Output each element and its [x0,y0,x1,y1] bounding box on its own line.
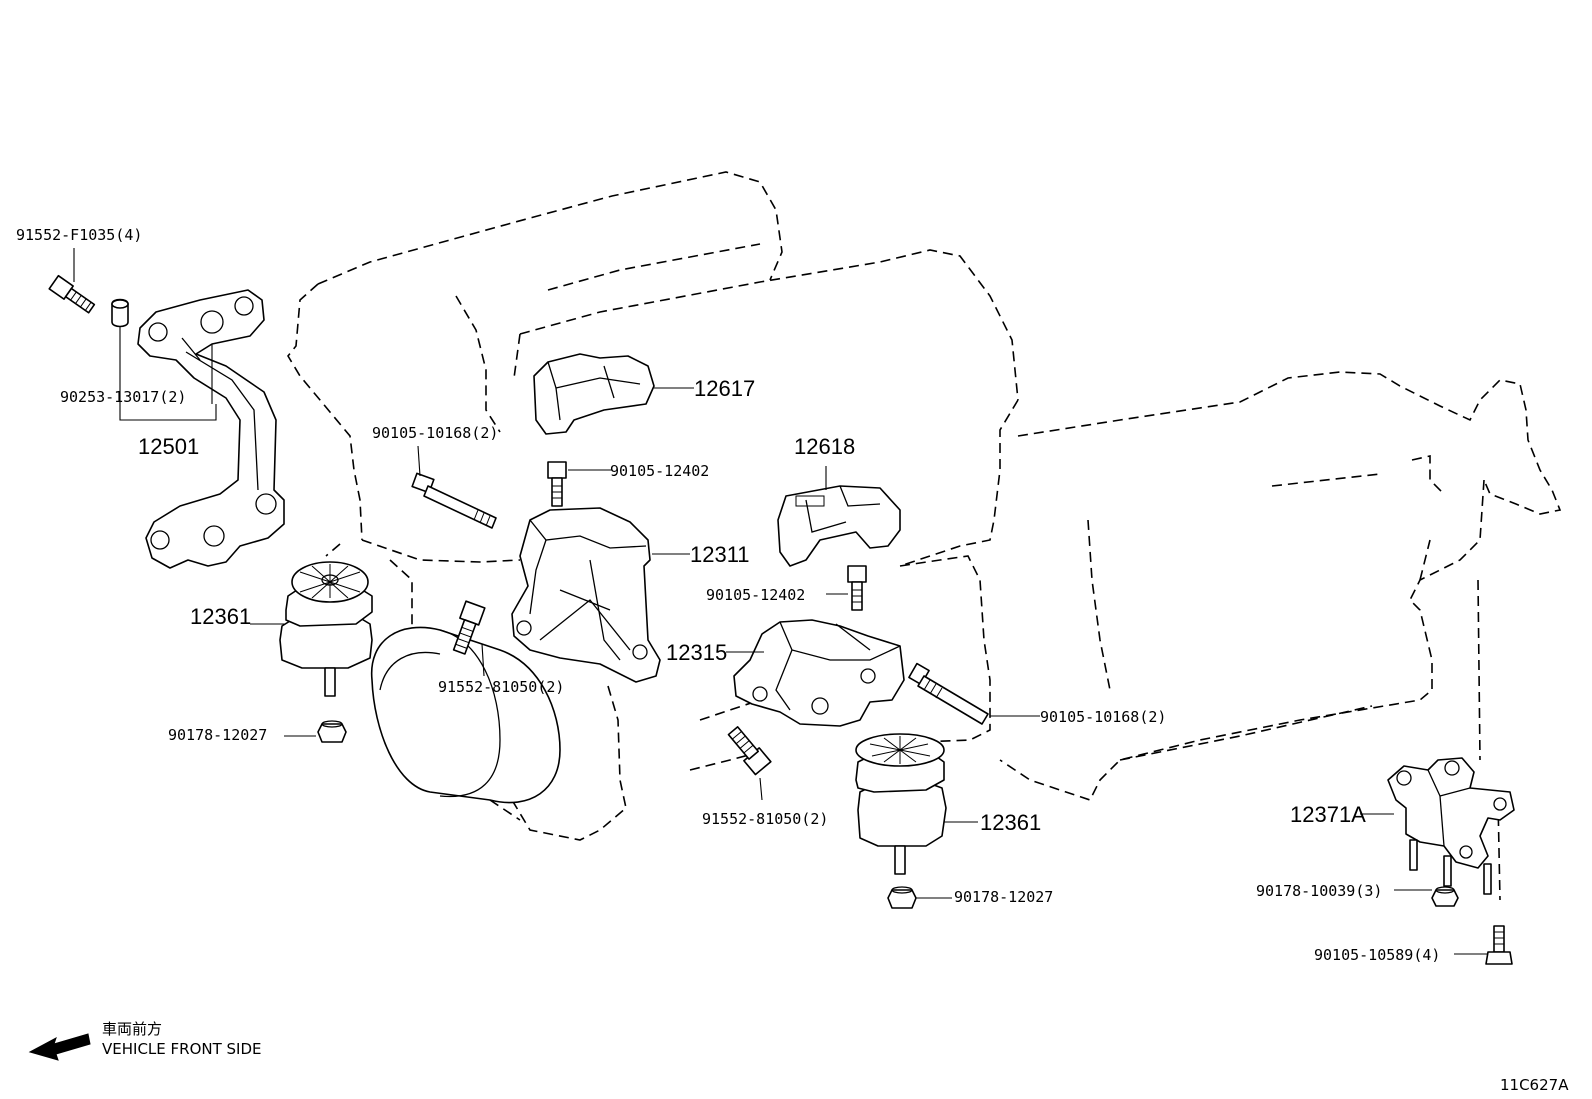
legend-japanese: 車両前方 [102,1020,162,1038]
bolt-90105-10589-icon [1485,925,1513,965]
vehicle-front-legend: 車両前方 VEHICLE FRONT SIDE [28,1020,262,1061]
engine-bracket-12315-icon [733,619,905,727]
label-90105-10589: 90105-10589(4) [1314,946,1440,964]
label-90105-12402-middle: 90105-12402 [706,586,805,604]
bolt-91552-f1035-icon [48,274,96,314]
diagram-code: 11C627A [1500,1076,1569,1094]
label-90178-10039: 90178-10039(3) [1256,882,1382,900]
bolt-90105-12402-middle-icon [847,565,867,611]
transmission-mount-12371a-icon [1387,757,1515,895]
label-91552-f1035: 91552-F1035(4) [16,226,142,244]
part-labels: 91552-F1035(4) 90253-13017(2) 12501 1236… [16,226,1440,964]
engine-bracket-12501-icon [137,289,285,569]
label-12315: 12315 [666,640,727,665]
label-90105-12402-top: 90105-12402 [610,462,709,480]
nut-90178-12027-left-icon [317,720,347,743]
label-91552-81050-left: 91552-81050(2) [438,678,564,696]
label-12361-left: 12361 [190,604,251,629]
label-90253-13017: 90253-13017(2) [60,388,186,406]
label-90105-10168-right: 90105-10168(2) [1040,708,1166,726]
label-12618: 12618 [794,434,855,459]
bolt-90105-10168-right-icon [908,662,989,725]
label-12371a: 12371A [1290,802,1366,827]
bushing-90253-13017-icon [111,298,129,328]
label-12361-right: 12361 [980,810,1041,835]
label-12617: 12617 [694,376,755,401]
label-90178-12027-right: 90178-12027 [954,888,1053,906]
heat-insulator-12618-icon [777,485,901,567]
heat-insulator-12617-icon [533,353,655,435]
bolt-91552-81050-bottom-icon [727,726,772,776]
crank-pulley [370,626,561,821]
engine-mount-12361-left-icon [279,561,373,697]
label-90178-12027-left: 90178-12027 [168,726,267,744]
label-91552-81050-bottom: 91552-81050(2) [702,810,828,828]
engine-bracket-12311-icon [511,507,661,683]
nut-90178-10039-icon [1431,886,1459,907]
arrow-left-icon [28,1033,91,1061]
nut-90178-12027-right-icon [887,886,917,909]
engine-mount-12361-right-icon [855,733,947,875]
label-90105-10168-top: 90105-10168(2) [372,424,498,442]
label-12311: 12311 [690,542,750,567]
bolt-91552-81050-left-icon [452,600,486,655]
legend-english: VEHICLE FRONT SIDE [102,1040,262,1058]
bolt-90105-12402-top-icon [547,461,567,507]
leader-lines [73,248,1488,955]
bolt-90105-10168-top-icon [411,472,497,529]
label-12501: 12501 [138,434,199,459]
